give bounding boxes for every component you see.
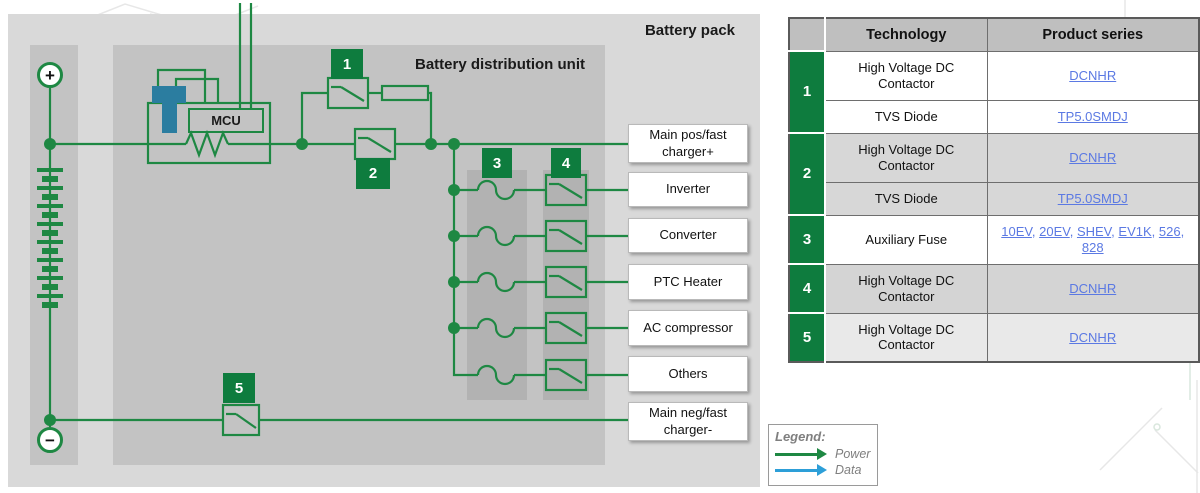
load-label-ac-compressor: AC compressor — [628, 310, 748, 346]
product-link[interactable]: TP5.0SMDJ — [1057, 108, 1128, 124]
product-link[interactable]: 828 — [1081, 239, 1104, 255]
product-series-cell: 10EV, 20EV, SHEV, EV1K, 526, 828 — [986, 214, 1200, 265]
table-row: 3 Auxiliary Fuse 10EV, 20EV, SHEV, EV1K,… — [788, 214, 1200, 265]
product-link[interactable]: EV1K — [1118, 224, 1152, 240]
row-number-cell: 1 — [788, 50, 826, 134]
technology-cell: High Voltage DC Contactor — [824, 50, 988, 101]
product-link[interactable]: DCNHR — [1069, 280, 1117, 296]
product-link[interactable]: 526 — [1158, 224, 1181, 240]
bdu-title: Battery distribution unit — [415, 56, 585, 73]
product-series-cell: DCNHR — [986, 132, 1200, 183]
product-series-header: Product series — [986, 17, 1200, 52]
technology-header: Technology — [824, 17, 988, 52]
product-series-cell: TP5.0SMDJ — [986, 99, 1200, 134]
positive-terminal: + — [37, 62, 63, 88]
table-row: 5 High Voltage DC Contactor DCNHR — [788, 312, 1200, 363]
table-row: 2 High Voltage DC Contactor DCNHR — [788, 132, 1200, 216]
technology-cell: Auxiliary Fuse — [824, 214, 988, 265]
product-link[interactable]: DCNHR — [1069, 329, 1117, 345]
product-link[interactable]: DCNHR — [1069, 149, 1117, 165]
table-row: 4 High Voltage DC Contactor DCNHR — [788, 263, 1200, 314]
table-corner-header — [788, 17, 826, 52]
product-link[interactable]: 20EV — [1039, 224, 1070, 240]
product-series-cell: DCNHR — [986, 50, 1200, 101]
table-row: TVS Diode TP5.0SMDJ — [789, 181, 1200, 216]
product-table: Technology Product series 1 High Voltage… — [788, 17, 1200, 363]
product-series-cell: DCNHR — [986, 263, 1200, 314]
badge-1: 1 — [331, 49, 363, 79]
technology-cell: TVS Diode — [824, 99, 988, 134]
load-label-main-pos: Main pos/fast charger+ — [628, 124, 748, 163]
load-label-converter: Converter — [628, 218, 748, 253]
product-link[interactable]: 10EV — [1001, 224, 1032, 240]
row-number-cell: 5 — [788, 312, 826, 363]
technology-cell: High Voltage DC Contactor — [824, 312, 988, 363]
contactor-column-strip — [543, 170, 589, 400]
product-link[interactable]: TP5.0SMDJ — [1057, 190, 1128, 206]
technology-cell: High Voltage DC Contactor — [824, 132, 988, 183]
legend-data-label: Data — [835, 463, 862, 477]
battery-pack-title: Battery pack — [644, 22, 735, 39]
badge-5: 5 — [223, 373, 255, 403]
load-label-others: Others — [628, 356, 748, 392]
battery-cell-strip — [30, 45, 78, 465]
product-link[interactable]: SHEV — [1076, 224, 1112, 240]
legend-title: Legend: — [775, 429, 826, 444]
legend-power-label: Power — [835, 447, 871, 461]
mcu-label: MCU — [188, 108, 264, 133]
technology-cell: TVS Diode — [824, 181, 988, 216]
negative-terminal: − — [37, 427, 63, 453]
product-link[interactable]: DCNHR — [1069, 67, 1117, 83]
badge-3: 3 — [482, 148, 512, 178]
fuse-column-strip — [467, 170, 527, 400]
load-label-inverter: Inverter — [628, 172, 748, 207]
table-row: TVS Diode TP5.0SMDJ — [789, 99, 1200, 134]
technology-cell: High Voltage DC Contactor — [824, 263, 988, 314]
load-label-ptc-heater: PTC Heater — [628, 264, 748, 300]
row-number-cell: 4 — [788, 263, 826, 314]
row-number-cell: 2 — [788, 132, 826, 216]
battery-distribution-unit-box — [113, 45, 605, 465]
badge-4: 4 — [551, 148, 581, 178]
product-series-cell: DCNHR — [986, 312, 1200, 363]
row-number-cell: 3 — [788, 214, 826, 265]
load-label-main-neg: Main neg/fast charger- — [628, 402, 748, 441]
badge-2: 2 — [356, 158, 390, 189]
table-row: 1 High Voltage DC Contactor DCNHR — [788, 50, 1200, 134]
product-series-cell: TP5.0SMDJ — [986, 181, 1200, 216]
legend-box: Legend: Power Data — [768, 424, 878, 486]
